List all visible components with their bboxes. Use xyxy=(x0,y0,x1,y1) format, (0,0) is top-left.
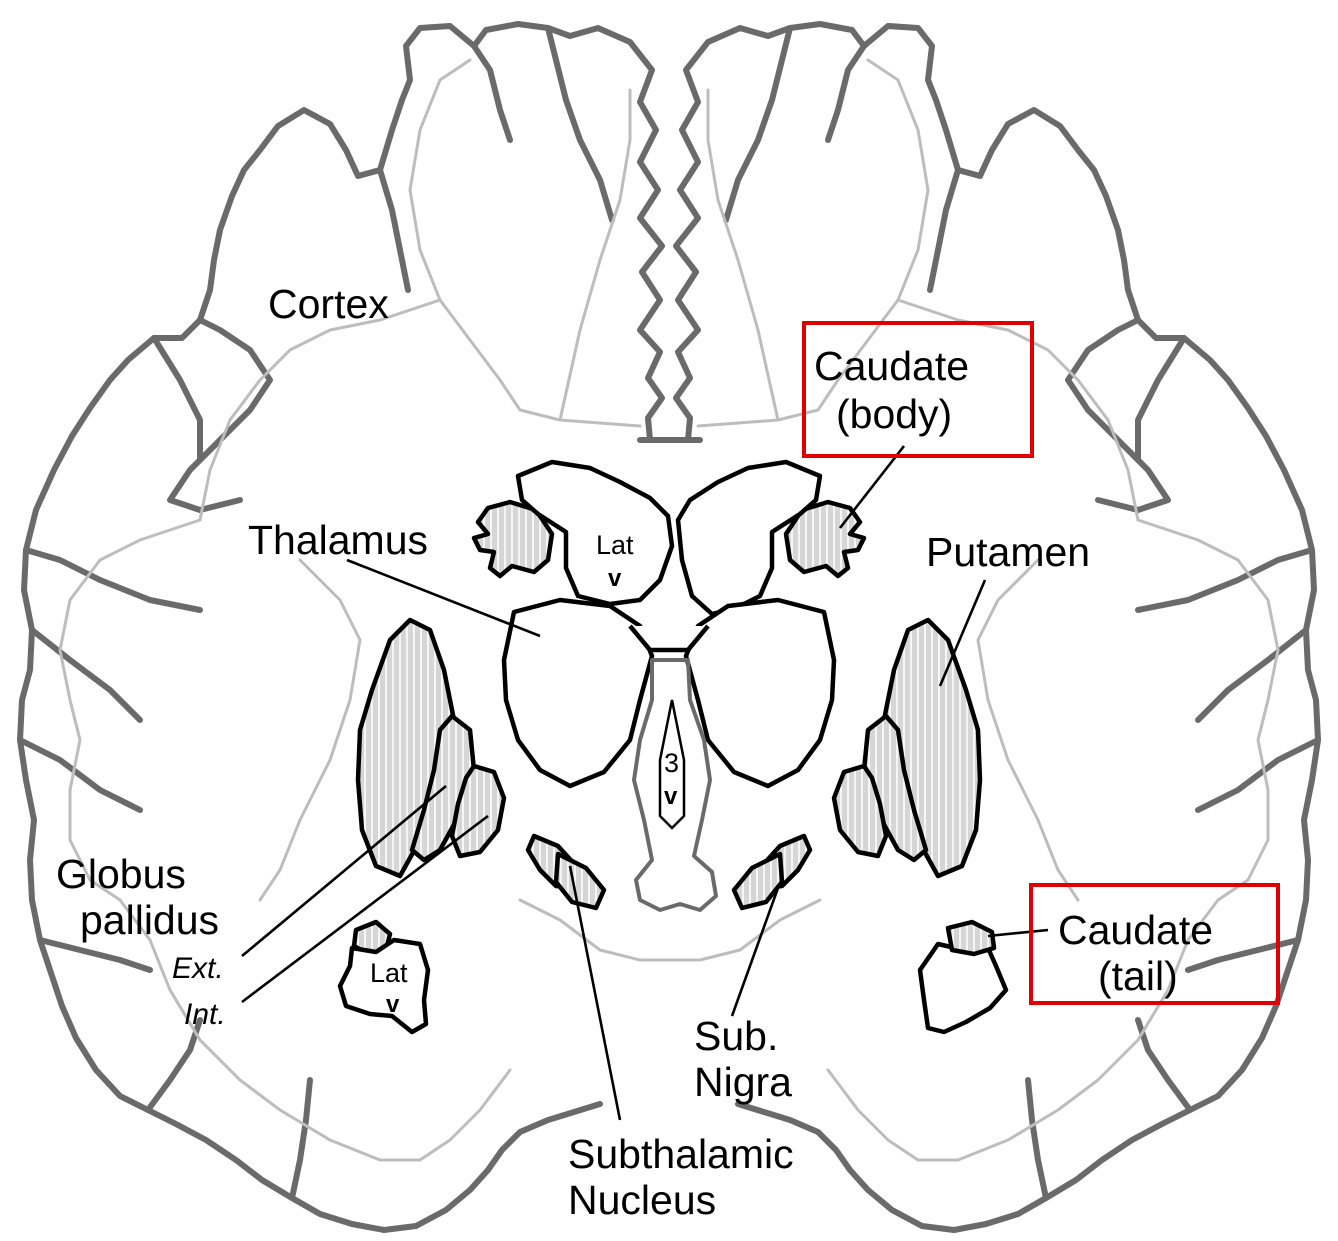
label-cortex: Cortex xyxy=(268,281,389,327)
label-globus-line2: pallidus xyxy=(80,897,219,943)
label-putamen: Putamen xyxy=(926,529,1090,575)
substantia-nigra-right xyxy=(734,836,810,908)
label-sub-nigra-line1: Sub. xyxy=(694,1013,778,1059)
label-lat-v-bottom-line2: v xyxy=(386,991,400,1018)
label-int: Int. xyxy=(184,998,226,1031)
label-lat-v-top-line1: Lat xyxy=(596,530,634,560)
label-globus-line1: Globus xyxy=(56,851,186,897)
label-thalamus: Thalamus xyxy=(248,517,428,563)
label-ext: Ext. xyxy=(172,952,224,985)
lateral-ventricle-bottom-right xyxy=(920,922,1006,1032)
label-subthalamic-line2: Nucleus xyxy=(568,1177,716,1223)
label-subthalamic-line1: Subthalamic xyxy=(568,1131,794,1177)
label-third-v-line2: v xyxy=(664,783,678,810)
label-caudate-tail-line2: (tail) xyxy=(1098,953,1178,999)
label-lat-v-bottom-line1: Lat xyxy=(370,958,408,988)
label-lat-v-top-line2: v xyxy=(608,565,622,592)
label-caudate-body-line1: Caudate xyxy=(814,343,969,389)
label-caudate-body-line2: (body) xyxy=(836,391,952,437)
label-third-v-line1: 3 xyxy=(664,748,679,778)
subthalamic-nucleus-left xyxy=(528,836,604,908)
label-caudate-tail-line1: Caudate xyxy=(1058,907,1213,953)
label-sub-nigra-line2: Nigra xyxy=(694,1059,792,1105)
lateral-ventricle-top xyxy=(518,462,820,614)
